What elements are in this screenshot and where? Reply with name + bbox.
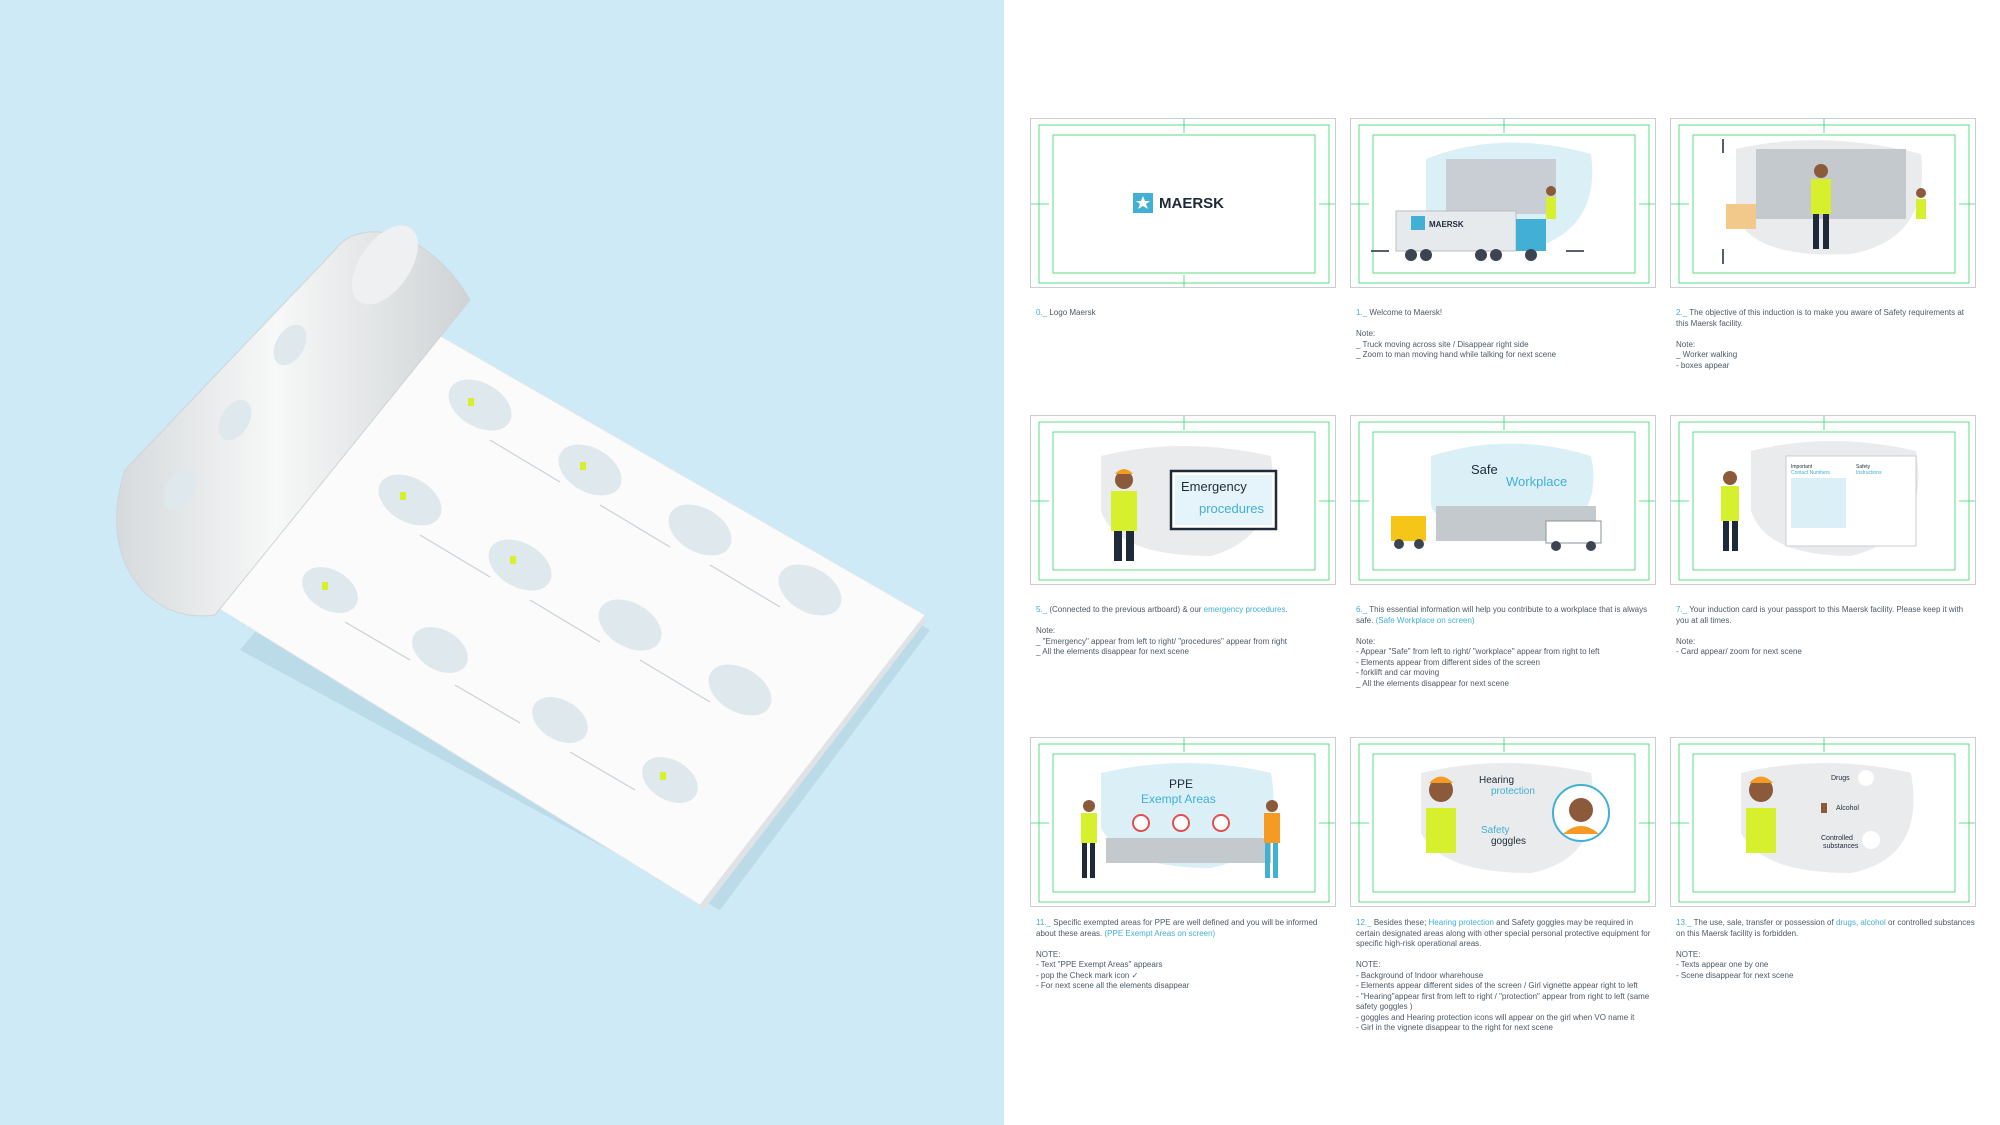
- note-label: NOTE:: [1036, 949, 1061, 959]
- note-item: - Card appear/ zoom for next scene: [1676, 647, 1802, 656]
- scene-caption-2: 2._ The objective of this induction is t…: [1676, 308, 1976, 371]
- scene-caption-7: 7._ Your induction card is your passport…: [1676, 605, 1976, 658]
- scene-description: (Connected to the previous artboard) & o…: [1049, 605, 1204, 614]
- scene-number: 11: [1036, 918, 1045, 927]
- scene-highlight: (PPE Exempt Areas on screen): [1104, 928, 1216, 938]
- frame-label: Instructions: [1856, 470, 1882, 476]
- note-label: Note:: [1036, 626, 1056, 635]
- frame-label: Exempt Areas: [1141, 792, 1216, 806]
- scene-highlight: emergency procedures: [1203, 605, 1286, 614]
- scene-description: Specific exempted areas for PPE are well…: [1036, 918, 1318, 938]
- frame-label: Alcohol: [1836, 805, 1859, 812]
- scene-number: 1: [1356, 308, 1361, 317]
- scene-caption-6: 6._ This essential information will help…: [1356, 605, 1656, 689]
- scene-number: 6: [1356, 605, 1361, 614]
- note-label: NOTE:: [1356, 960, 1381, 969]
- note-item: - Background of Indoor wharehouse: [1356, 970, 1484, 980]
- note-item: - goggles and Hearing protection icons w…: [1356, 1012, 1635, 1022]
- sheet-roll: [116, 231, 471, 617]
- scene-highlight: (Safe Workplace on screen): [1375, 615, 1475, 625]
- frame-label: Safe: [1471, 462, 1498, 477]
- scene-highlight: Hearing protection: [1428, 918, 1494, 927]
- note-item: - Appear "Safe" from left to right/ "wor…: [1356, 647, 1600, 656]
- frame-label: Drugs: [1831, 775, 1850, 782]
- mockup-background: [0, 0, 1004, 1125]
- storyboard-frame-6: Safe Workplace: [1350, 415, 1656, 585]
- frame-label: Hearing: [1479, 775, 1514, 786]
- scene-description: The objective of this induction is to ma…: [1676, 308, 1965, 328]
- scene-description: Your induction card is your passport to …: [1676, 605, 1964, 625]
- note-label: Note:: [1676, 339, 1696, 349]
- frame-label: Important: [1791, 464, 1813, 470]
- scene-caption-5: 5._ (Connected to the previous artboard)…: [1036, 605, 1336, 658]
- scene-number: 13: [1676, 918, 1685, 927]
- storyboard-frame-11: PPE Exempt Areas: [1030, 737, 1336, 907]
- maersk-logo-text: MAERSK: [1159, 195, 1224, 212]
- note-item: - Texts appear one by one: [1676, 960, 1769, 969]
- frame-label: procedures: [1199, 501, 1265, 516]
- scene-number: 7: [1676, 605, 1681, 614]
- frame-label: Contact Numbers: [1791, 470, 1830, 476]
- scene-number: 12: [1356, 918, 1365, 927]
- scene-description: Besides these;: [1373, 918, 1429, 927]
- note-item: - pop the Check mark icon ✓: [1036, 970, 1139, 980]
- note-item: - Text "PPE Exempt Areas" appears: [1036, 960, 1163, 969]
- note-label: Note:: [1676, 636, 1696, 646]
- note-item: - Elements appear different sides of the…: [1356, 981, 1638, 990]
- note-item: - Elements appear from different sides o…: [1356, 657, 1540, 667]
- storyboard-frame-7: Important Contact Numbers Safety Instruc…: [1670, 415, 1976, 585]
- scene-number: 5: [1036, 605, 1041, 614]
- scene-number: 2: [1676, 308, 1681, 317]
- truck-logo-text: MAERSK: [1429, 220, 1464, 229]
- scene-caption-13: 13._ The use, sale, transfer or possessi…: [1676, 918, 1975, 980]
- frame-label: goggles: [1491, 836, 1526, 847]
- frame-label: substances: [1823, 843, 1859, 850]
- note-item: _ Zoom to man moving hand while talking …: [1356, 350, 1557, 359]
- frame-label: Controlled: [1821, 835, 1853, 842]
- scene-caption-11: 11._ Specific exempted areas for PPE are…: [1036, 918, 1336, 992]
- storyboard-frame-1: MAERSK: [1350, 118, 1656, 288]
- scene-caption-12: 12._ Besides these; Hearing protection a…: [1356, 918, 1656, 1034]
- note-item: - Scene disappear for next scene: [1676, 970, 1794, 980]
- note-label: Note:: [1356, 636, 1376, 646]
- frame-label: Emergency: [1181, 479, 1247, 494]
- storyboard-frame-0: MAERSK: [1030, 118, 1336, 288]
- note-item: _ Truck moving across site / Disappear r…: [1356, 339, 1529, 349]
- note-item: _ All the elements disappear for next sc…: [1356, 678, 1509, 688]
- scene-description: The use, sale, transfer or possession of: [1693, 918, 1836, 927]
- storyboard-frame-13: Drugs Alcohol Controlled substances: [1670, 737, 1976, 907]
- note-label: Note:: [1356, 329, 1376, 338]
- scene-caption-0: 0._ Logo Maersk: [1036, 308, 1096, 317]
- frame-label: Safety: [1856, 464, 1871, 470]
- frame-label: protection: [1491, 786, 1535, 797]
- rolled-storyboard-mockup: [116, 225, 930, 912]
- scene-description: This essential information will help you…: [1356, 605, 1648, 625]
- note-item: - forklift and car moving: [1356, 668, 1440, 677]
- frame-label: PPE: [1169, 777, 1193, 791]
- scene-description: Logo Maersk: [1049, 308, 1096, 317]
- storyboard-frame-12: Hearing protection Safety goggles: [1350, 737, 1656, 907]
- note-item: - boxes appear: [1676, 360, 1730, 370]
- note-item: _ All the elements disappear for next sc…: [1036, 647, 1189, 656]
- note-item: - For next scene all the elements disapp…: [1036, 981, 1190, 990]
- storyboard-sheet: MAERSK MAERSK 0.: [1004, 0, 2000, 1125]
- note-item: _ Worker walking: [1676, 350, 1738, 359]
- scene-caption-1: 1._ Welcome to Maersk! Note: _ Truck mov…: [1356, 308, 1656, 361]
- storyboard-frame-2: [1670, 118, 1976, 288]
- scene-description: Welcome to Maersk!: [1369, 308, 1443, 317]
- note-item: - Girl in the vignete disappear to the r…: [1356, 1023, 1553, 1032]
- frame-label: Safety: [1481, 825, 1509, 836]
- scene-number: 0: [1036, 308, 1041, 317]
- frame-label: Workplace: [1506, 474, 1567, 489]
- note-label: NOTE:: [1676, 949, 1701, 959]
- note-item: - "Hearing"appear first from left to rig…: [1356, 991, 1650, 1012]
- storyboard-frame-5: Emergency procedures: [1030, 415, 1336, 585]
- scene-highlight: drugs, alcohol: [1835, 918, 1886, 927]
- note-item: _ "Emergency" appear from left to right/…: [1036, 636, 1288, 646]
